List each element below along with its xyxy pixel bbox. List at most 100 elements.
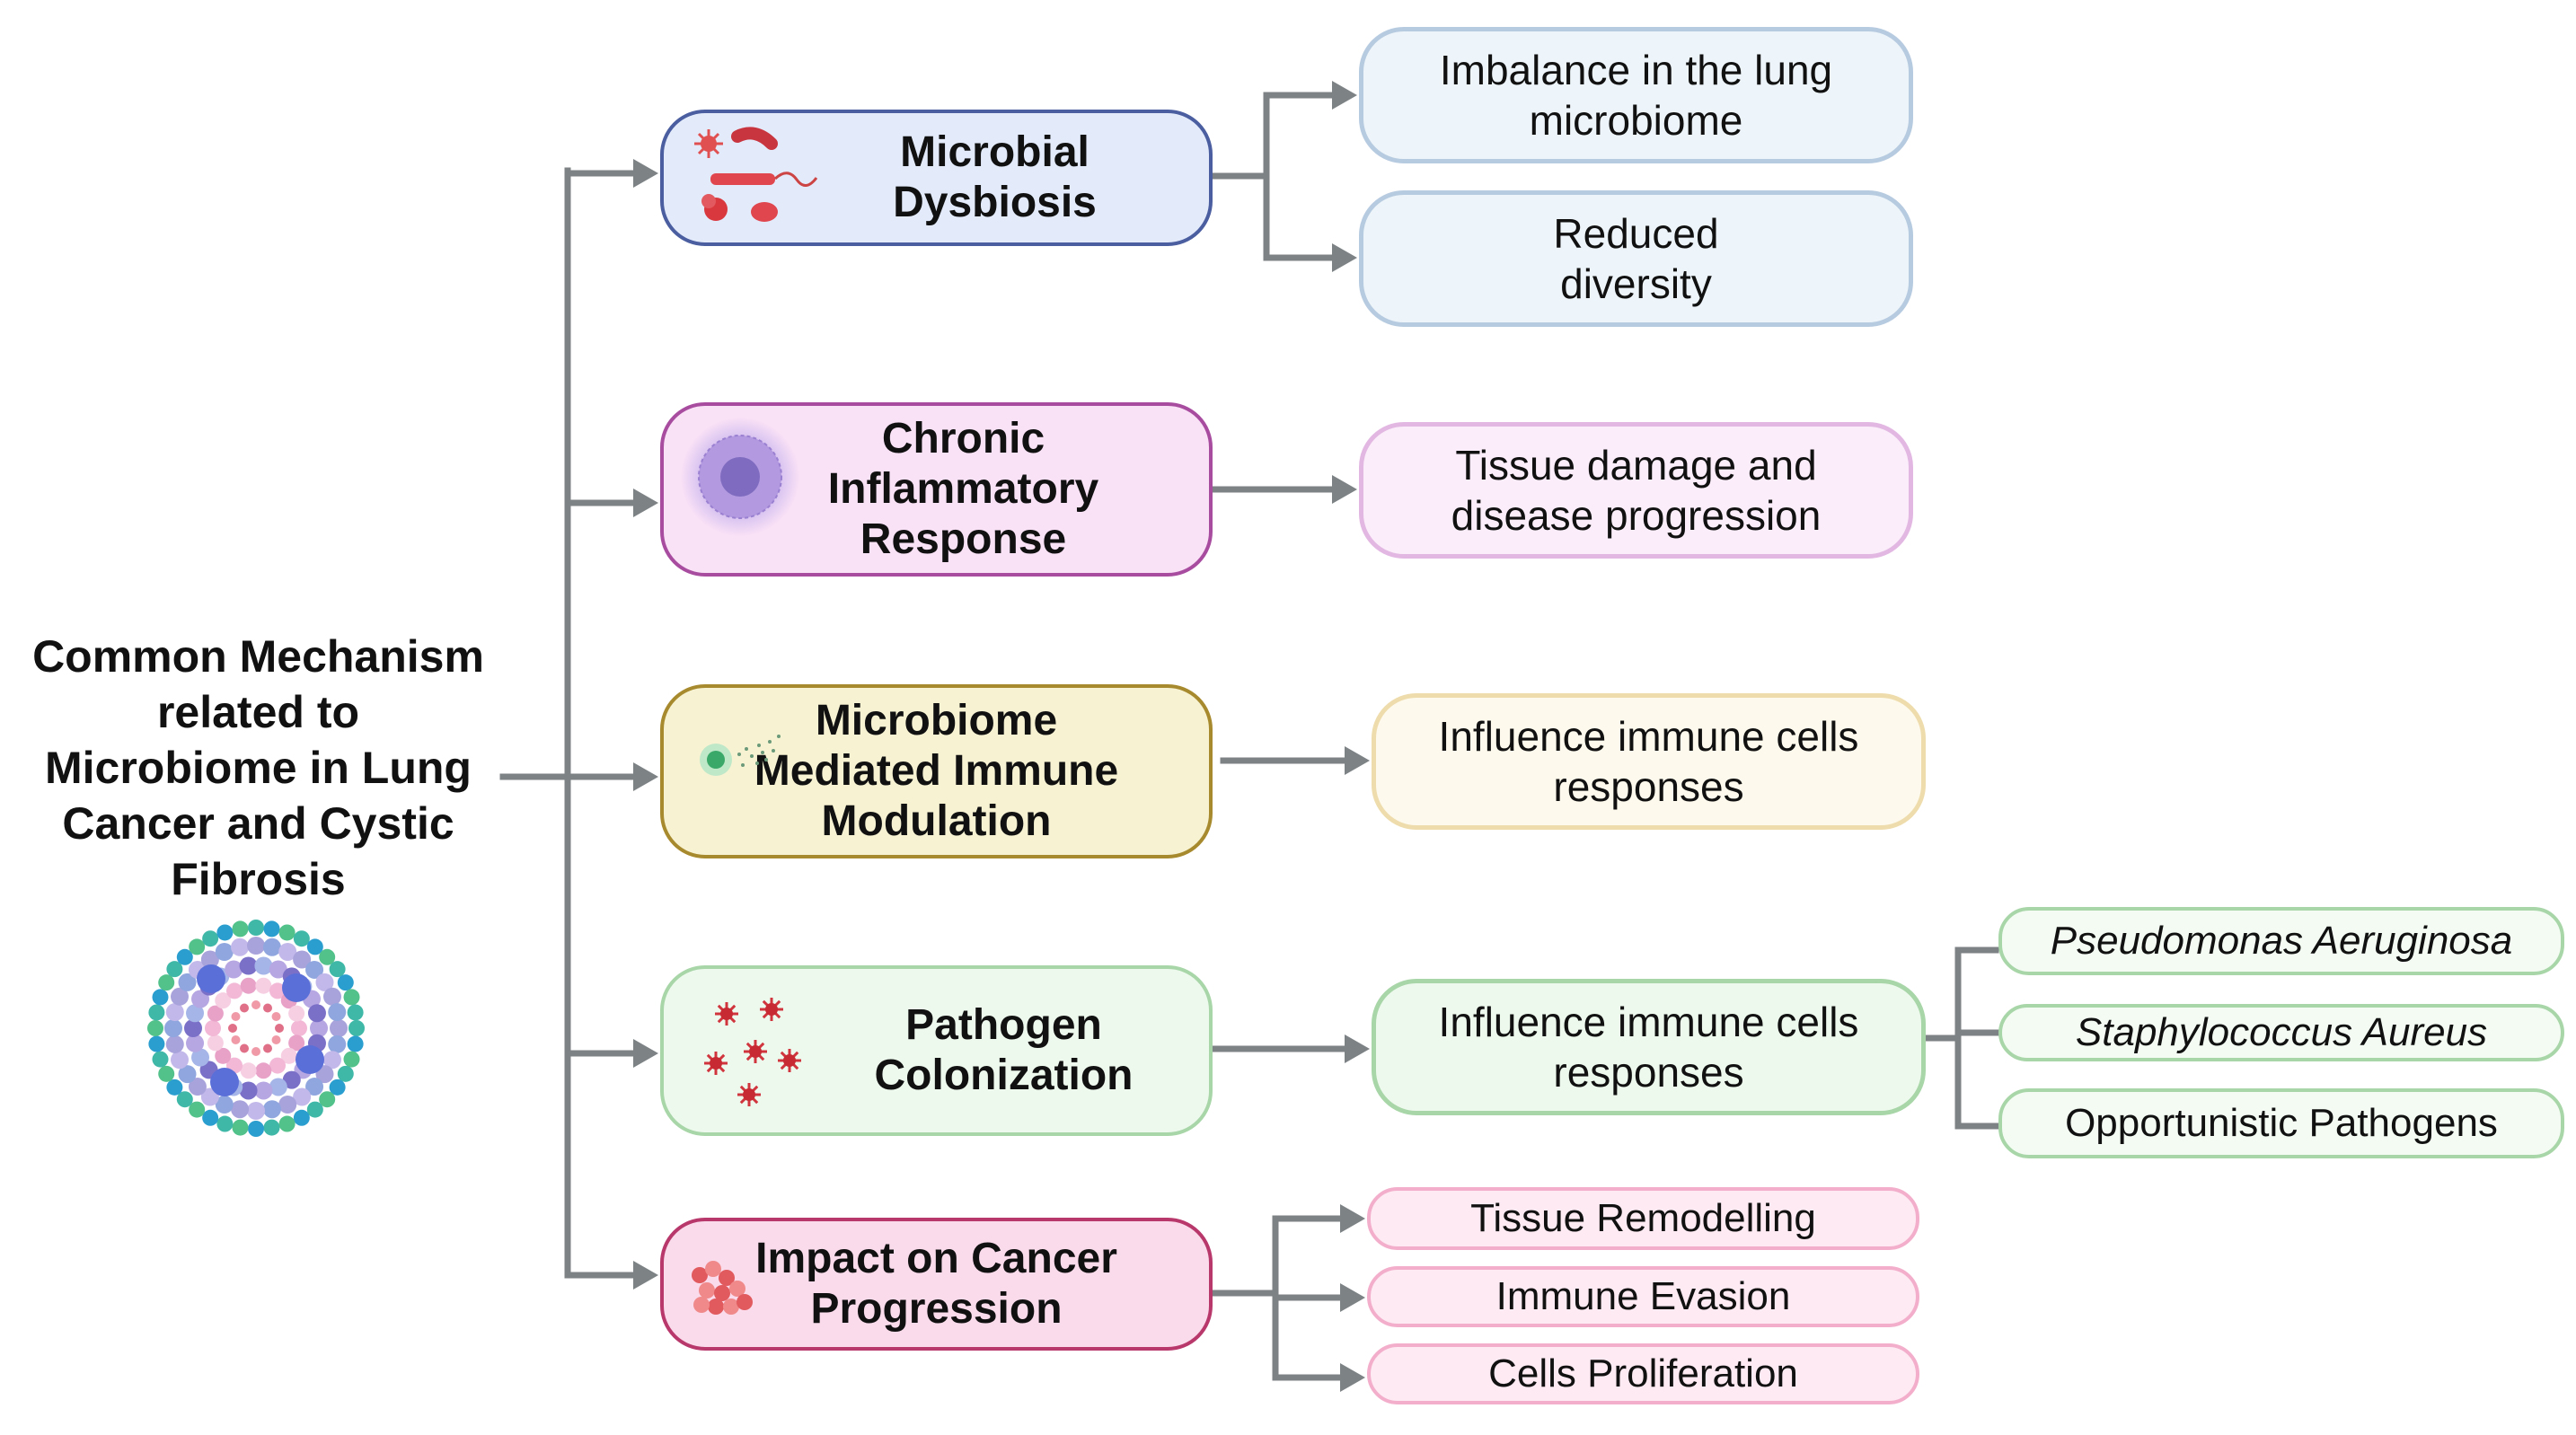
tissue-cell [328, 1003, 347, 1022]
tissue-cell [171, 987, 190, 1006]
tissue-cell [271, 1035, 281, 1044]
tissue-cell [343, 1051, 360, 1068]
virus-particles-icon [704, 998, 801, 1106]
mechanism-pathogen-colonization: Pathogen Colonization [660, 965, 1213, 1136]
tissue-cell [329, 1078, 346, 1096]
tissue-cell [306, 1101, 323, 1118]
arrowhead [1332, 475, 1357, 504]
tissue-cell [188, 1078, 207, 1096]
tissue-cell [288, 1005, 305, 1022]
tissue-cell [166, 1078, 183, 1096]
tissue-cell [322, 987, 341, 1006]
arrowhead [1340, 1283, 1365, 1312]
bacteria-cluster-icon [694, 127, 818, 222]
tissue-cell [262, 1100, 281, 1119]
virus-particle [737, 1083, 761, 1106]
tissue-cell [307, 1004, 326, 1023]
tissue-cell [186, 1034, 205, 1052]
effect-tissue-remodelling: Tissue Remodelling [1367, 1187, 1919, 1250]
tissue-cell [255, 977, 272, 994]
effect-label: Tissue damage and disease progression [1451, 442, 1822, 539]
tissue-cell [164, 1019, 182, 1037]
tissue-cell [178, 1065, 197, 1084]
tissue-cell [271, 1012, 281, 1021]
tissue-cell [306, 938, 323, 955]
tissue-cell [147, 1020, 163, 1036]
tissue-cell [305, 960, 324, 979]
pathogen-staphylococcus: Staphylococcus Aureus [1998, 1004, 2564, 1061]
effect-tissue-damage: Tissue damage and disease progression [1359, 422, 1913, 559]
arrowhead [633, 762, 658, 791]
mechanism-label: Microbiome Mediated Immune Modulation [754, 697, 1119, 845]
virus-particle [715, 1002, 738, 1026]
tissue-cell [165, 1003, 184, 1022]
tissue-cell [178, 973, 197, 991]
tissue-cell [251, 1047, 260, 1056]
mechanism-label: Chronic Inflammatory Response [827, 415, 1099, 563]
tissue-cell [280, 1047, 297, 1064]
mechanism-cancer-progression: Impact on Cancer Progression [660, 1218, 1213, 1351]
effect-label: Influence immune cells responses [1438, 713, 1859, 810]
effect-immune-evasion: Immune Evasion [1367, 1266, 1919, 1327]
tissue-cell [148, 1004, 165, 1021]
tissue-cell [240, 1003, 249, 1013]
tissue-cell [319, 1091, 336, 1108]
tissue-cell [215, 1095, 234, 1114]
tissue-cell [226, 982, 243, 999]
tissue-cell [262, 938, 281, 956]
tissue-cell [251, 1000, 260, 1009]
mechanism-microbial-dysbiosis: Microbial Dysbiosis [660, 110, 1213, 246]
tissue-cell [269, 1078, 287, 1096]
pathogen-label: Pseudomonas Aeruginosa [2050, 919, 2513, 963]
effect-immune-responses: Influence immune cells responses [1372, 693, 1926, 830]
mechanism-chronic-inflammatory-response: Chronic Inflammatory Response [660, 402, 1213, 577]
tissue-cell [189, 938, 206, 955]
pathogen-opportunistic: Opportunistic Pathogens [1998, 1088, 2564, 1158]
effect-reduced-diversity: Reduced diversity [1359, 190, 1913, 327]
tissue-cell [291, 1020, 307, 1036]
tissue-cell [171, 1051, 190, 1070]
tissue-cell [337, 974, 354, 991]
tissue-cell [288, 1034, 305, 1052]
tissue-cell [239, 956, 258, 975]
tissue-cell [207, 1005, 224, 1022]
tissue-cell [263, 1119, 280, 1136]
tissue-cell [202, 1109, 219, 1126]
virus-particle [704, 1052, 728, 1075]
effect-label: Reduced diversity [1553, 210, 1719, 307]
tissue-cell [191, 990, 210, 1008]
tissue-cell [330, 1019, 348, 1037]
tissue-cell [225, 960, 243, 979]
tissue-cell [347, 1004, 364, 1021]
tissue-cell [269, 1057, 286, 1074]
tissue-cell [248, 1121, 264, 1137]
tissue-cell [337, 1065, 354, 1082]
tissue-cell [207, 1034, 224, 1052]
effect-label: Immune Evasion [1495, 1274, 1791, 1318]
tissue-cell [275, 1024, 284, 1033]
effect-label: Tissue Remodelling [1470, 1196, 1816, 1240]
tissue-cell [254, 1081, 273, 1100]
tumor-cell [737, 1294, 753, 1310]
mechanism-label: Pathogen Colonization [874, 1001, 1134, 1099]
tissue-cell [202, 930, 219, 947]
tissue-cell [216, 924, 234, 941]
tissue-cell [231, 1035, 241, 1044]
tissue-cell [278, 943, 297, 962]
tissue-cell [239, 1081, 258, 1100]
tissue-cell [278, 924, 296, 941]
tissue-cell [165, 1034, 184, 1053]
arrowhead [1345, 746, 1370, 775]
tumor-cell [719, 1270, 735, 1286]
tissue-cell [348, 1020, 365, 1036]
tissue-cell [152, 989, 169, 1006]
root-title: Common Mechanism related to Microbiome i… [32, 631, 484, 904]
tissue-cell [176, 1091, 193, 1108]
arrowhead [633, 489, 658, 517]
tumor-cell [693, 1297, 710, 1313]
tumor-cells-icon [692, 1261, 753, 1315]
tissue-cell [216, 1115, 234, 1132]
tissue-cell [254, 956, 273, 975]
tissue-cell [263, 1043, 272, 1053]
